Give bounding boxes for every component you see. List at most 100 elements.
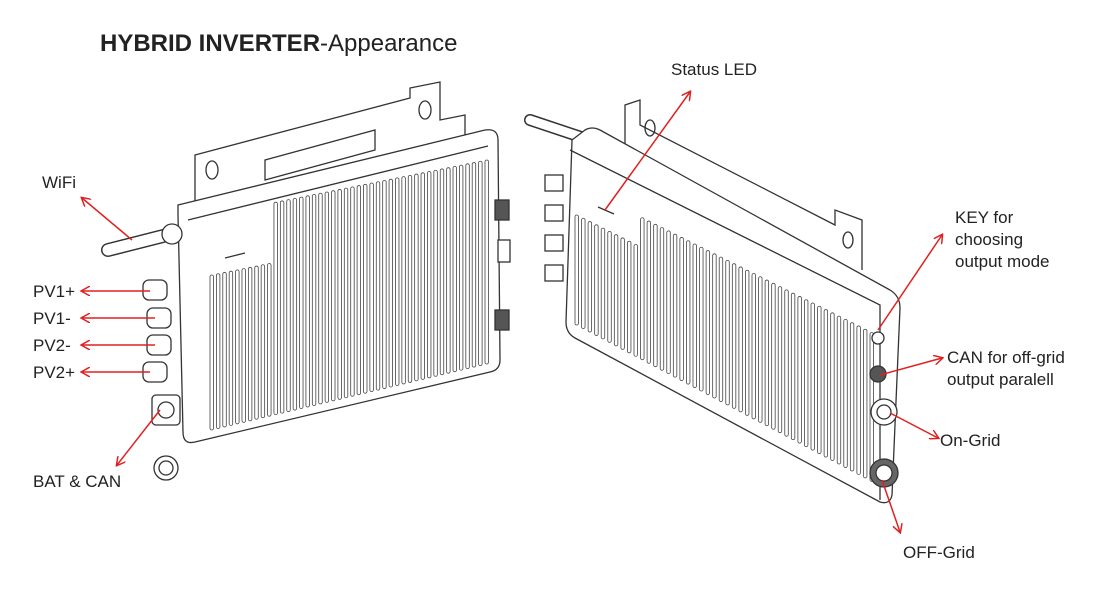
cooling-fin — [439, 168, 445, 376]
cooling-fin — [646, 220, 652, 364]
label-can-1: CAN for off-grid — [947, 348, 1065, 367]
label-pv2-plus: PV2+ — [33, 363, 76, 382]
cooling-fin — [810, 302, 815, 451]
cooling-fin — [830, 312, 835, 461]
label-wifi: WiFi — [42, 173, 76, 192]
cooling-fin — [587, 221, 593, 333]
cooling-fin — [672, 233, 678, 378]
cooling-fin — [594, 224, 599, 336]
cooling-fin — [777, 286, 783, 434]
cooling-fin — [254, 265, 259, 420]
cooling-fin — [433, 169, 438, 377]
left-inverter — [101, 81, 511, 481]
cooling-fin — [692, 243, 697, 388]
arrow-off-grid — [881, 479, 900, 532]
cooling-fin — [241, 268, 246, 423]
arrow-key — [877, 235, 942, 331]
cooling-fin — [299, 196, 304, 409]
cooling-fin — [764, 279, 770, 427]
cooling-fin — [305, 195, 310, 408]
cooling-fin — [420, 172, 425, 380]
cooling-fin — [209, 274, 214, 431]
cooling-fin — [228, 270, 234, 426]
right-inverter — [524, 99, 901, 504]
label-key-2: choosing — [955, 230, 1024, 249]
cooling-fin — [388, 178, 393, 388]
left-mounting-bracket — [194, 81, 466, 205]
cooling-fin — [790, 292, 796, 441]
label-key-1: KEY for — [955, 208, 1014, 227]
label-on-grid: On-Grid — [940, 431, 1001, 450]
diagram-title: HYBRID INVERTER-Appearance — [100, 30, 457, 58]
cooling-fin — [738, 266, 743, 413]
cooling-fin — [712, 253, 717, 399]
cooling-fin — [363, 183, 368, 394]
cooling-fin — [823, 309, 829, 458]
label-bat-can: BAT & CAN — [33, 472, 122, 491]
arrow-on-grid — [889, 412, 938, 438]
cooling-fin — [574, 214, 579, 326]
cooling-fin — [427, 171, 432, 379]
cooling-fin — [666, 230, 671, 375]
cooling-fin — [804, 299, 809, 448]
cooling-fin — [471, 162, 477, 368]
cooling-fin — [771, 282, 776, 430]
cooling-fin — [414, 173, 419, 382]
cooling-fin — [395, 177, 400, 386]
cooling-fin — [331, 190, 336, 402]
cooling-fin — [235, 269, 240, 425]
cooling-fin — [279, 200, 285, 414]
cooling-fin — [446, 167, 451, 374]
title-bold: HYBRID INVERTER — [100, 30, 321, 57]
right-mounting-bracket — [624, 99, 863, 270]
label-status-led: Status LED — [671, 60, 757, 79]
cooling-fin — [640, 217, 645, 361]
cooling-fin — [401, 176, 406, 385]
cooling-fin — [356, 185, 361, 396]
cooling-fin — [382, 180, 387, 389]
status-led — [597, 206, 615, 215]
arrow-wifi — [82, 198, 133, 241]
cooling-fin — [627, 240, 632, 354]
cooling-fin — [318, 192, 323, 405]
cooling-fin — [751, 273, 756, 420]
label-key-3: output mode — [955, 252, 1050, 271]
cooling-fin — [863, 328, 868, 479]
cooling-fin — [856, 325, 861, 475]
cooling-fin — [745, 269, 750, 416]
cooling-fin — [705, 250, 711, 395]
cooling-fin — [286, 199, 291, 412]
cooling-fin — [758, 276, 763, 423]
cooling-fin — [222, 272, 227, 428]
cooling-fin — [260, 264, 266, 419]
cooling-fin — [686, 240, 691, 385]
cooling-fin — [215, 273, 221, 429]
label-can-2: output paralell — [947, 370, 1054, 389]
cooling-fin — [849, 322, 855, 472]
left-cooling-fins — [209, 159, 489, 431]
key-button — [871, 331, 885, 345]
cooling-fin — [718, 256, 724, 402]
cooling-fin — [350, 186, 355, 397]
arrow-status-led — [604, 92, 690, 211]
arrow-can — [879, 358, 942, 376]
cooling-fin — [699, 246, 704, 392]
cooling-fin — [478, 160, 483, 366]
cooling-fin — [369, 182, 374, 393]
right-cooling-fins — [574, 214, 874, 482]
cooling-fin — [311, 194, 317, 406]
cooling-fin — [725, 259, 730, 406]
label-pv2-minus: PV2- — [33, 336, 71, 355]
cooling-fin — [452, 165, 457, 373]
cooling-fin — [267, 263, 272, 417]
cooling-fin — [247, 266, 253, 422]
cooling-fin — [797, 296, 802, 444]
cooling-fin — [581, 217, 586, 329]
cooling-fin — [484, 159, 489, 365]
cooling-fin — [784, 289, 789, 437]
label-pv1-minus: PV1- — [33, 309, 71, 328]
cooling-fin — [337, 189, 342, 400]
cooling-fin — [465, 163, 470, 370]
